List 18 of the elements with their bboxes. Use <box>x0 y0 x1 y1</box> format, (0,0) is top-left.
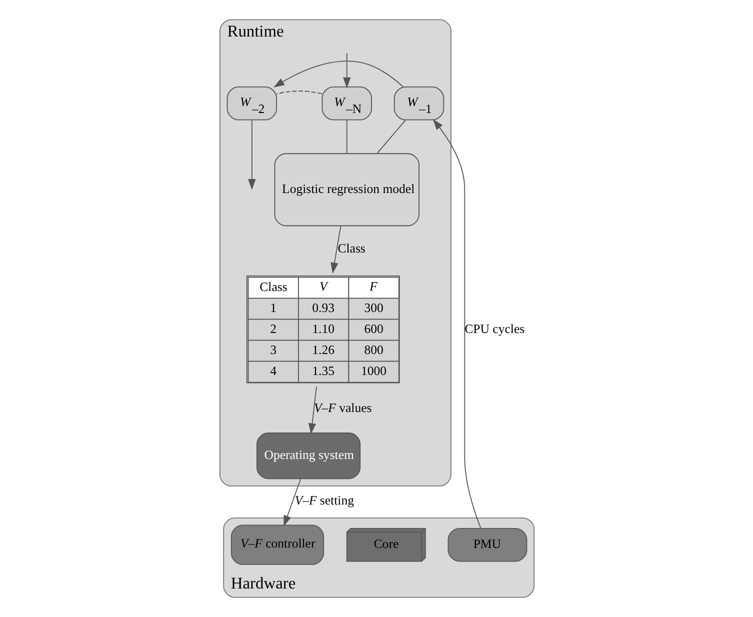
arrow <box>308 386 316 434</box>
node-box: Logistic regression model <box>274 153 419 226</box>
node-box: V–F controller <box>230 524 324 565</box>
connector <box>346 120 347 154</box>
edge-label: Class <box>337 241 365 256</box>
arrow <box>272 60 404 88</box>
node-box: Operating system <box>256 432 360 480</box>
arrow <box>330 226 341 274</box>
node-box: PMU <box>447 528 527 562</box>
connector <box>276 90 322 94</box>
edge-label: CPU cycles <box>464 322 524 336</box>
arrow <box>432 119 481 529</box>
arrow <box>283 478 301 526</box>
edge-label: V–F values <box>314 401 372 416</box>
connector <box>376 120 406 154</box>
arrow <box>248 120 256 190</box>
arrow <box>342 52 350 88</box>
edge-label: V–F setting <box>294 493 354 508</box>
